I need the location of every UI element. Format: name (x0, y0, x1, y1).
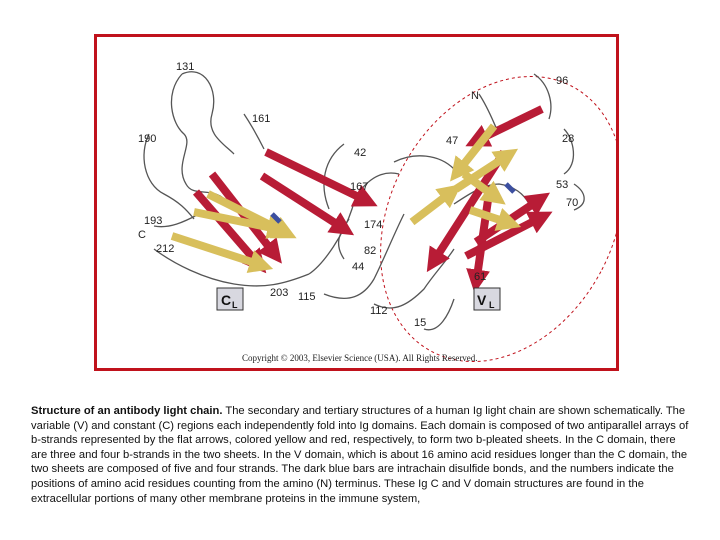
residue-label: 115 (298, 291, 316, 303)
residue-label: 47 (446, 135, 458, 147)
residue-label: 203 (270, 287, 288, 299)
copyright-notice: Copyright © 2003, Elsevier Science (USA)… (242, 353, 478, 363)
residue-label: 53 (556, 179, 568, 191)
v-yellow-strand-3 (409, 184, 462, 226)
antibody-light-chain-diagram: 131 96 161 N 190 47 28 42 167 53 70 193 … (138, 61, 619, 363)
c-red-strand-2 (259, 172, 355, 236)
residue-label: 174 (364, 219, 382, 231)
svg-text:C: C (221, 292, 231, 308)
residue-label: 161 (252, 113, 270, 125)
v-domain-strands (409, 105, 553, 294)
residue-label: 15 (414, 317, 426, 329)
c-disulfide-bond (270, 212, 282, 224)
v-domain-outline (380, 76, 619, 362)
v-red-strand-4 (464, 211, 553, 260)
figure-caption: Structure of an antibody light chain. Th… (31, 404, 691, 506)
residue-label: 167 (350, 181, 368, 193)
c-domain-strands (170, 148, 378, 274)
c-red-strand-1 (264, 148, 378, 207)
svg-text:L: L (232, 300, 238, 310)
residue-label: 28 (562, 133, 574, 145)
v-yellow-strand-1 (450, 123, 498, 182)
residue-label: 61 (474, 271, 486, 283)
residue-label: 82 (364, 245, 376, 257)
residue-labels: 131 96 161 N 190 47 28 42 167 53 70 193 … (138, 61, 578, 329)
residue-label: 193 (144, 215, 162, 227)
residue-label: 190 (138, 133, 156, 145)
residue-label: 42 (354, 147, 366, 159)
svg-text:L: L (489, 300, 495, 310)
caption-title: Structure of an antibody light chain. (31, 405, 223, 417)
residue-label: 131 (176, 61, 194, 73)
residue-label: N (471, 90, 479, 102)
v-disulfide-bond (504, 182, 516, 194)
c-yellow-strand-3 (170, 232, 274, 273)
domain-label-vl: V L (473, 287, 501, 311)
residue-label: 112 (370, 305, 388, 317)
domain-label-cl: C L (216, 287, 244, 311)
v-yellow-strand-5 (468, 206, 522, 231)
residue-label: 44 (352, 261, 364, 273)
c-yellow-strand-2 (193, 208, 292, 239)
svg-text:V: V (477, 292, 487, 308)
residue-label: 70 (566, 197, 578, 209)
residue-label: 212 (156, 243, 174, 255)
caption-body: The secondary and tertiary structures of… (31, 405, 689, 505)
v-yellow-strand-2 (453, 148, 519, 193)
residue-label: C (138, 229, 146, 241)
residue-label: 96 (556, 75, 568, 87)
v-yellow-strand-4 (461, 170, 506, 205)
